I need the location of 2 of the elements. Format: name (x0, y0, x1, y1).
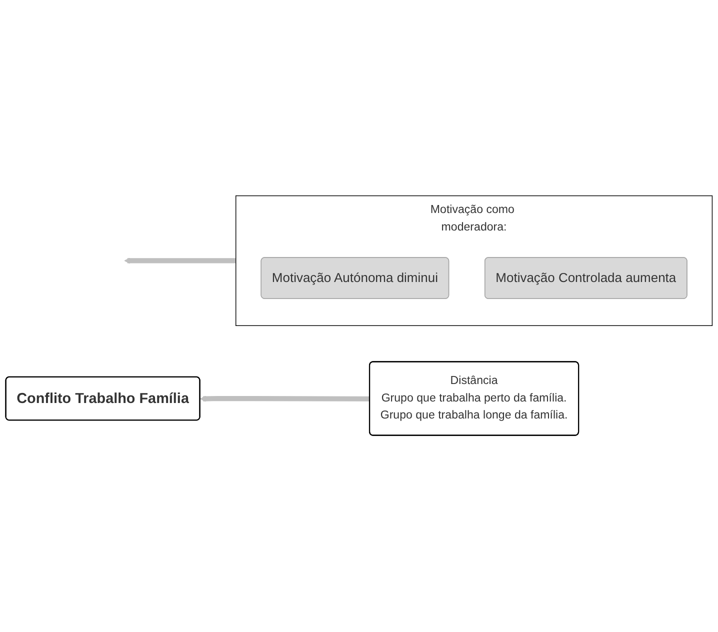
arrow (200, 396, 370, 402)
arrow (124, 258, 236, 264)
